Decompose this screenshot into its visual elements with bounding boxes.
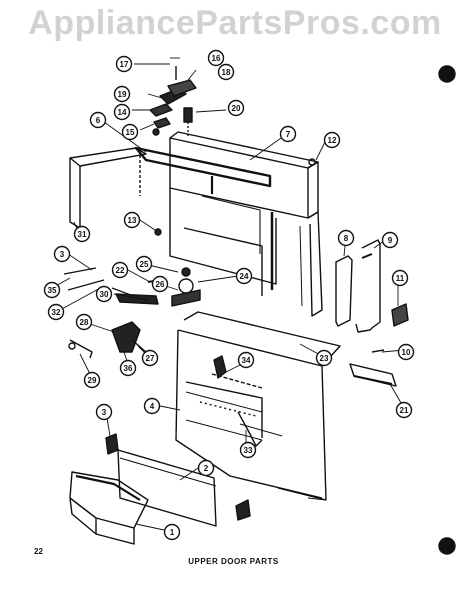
callout-13: 13	[123, 211, 141, 229]
callout-26: 26	[151, 275, 169, 293]
callout-14: 14	[113, 103, 131, 121]
callout-10: 10	[397, 343, 415, 361]
callout-31: 31	[73, 225, 91, 243]
side-brackets	[335, 239, 409, 353]
callout-label: 3	[102, 408, 107, 417]
callout-label: 33	[244, 446, 253, 455]
callout-markers: 17 16 18 19 14 20 15 6 7 12 13 31 3 22 2…	[43, 49, 415, 541]
callout-label: 18	[222, 68, 231, 77]
mid-hardware	[63, 128, 316, 307]
callout-label: 12	[328, 136, 337, 145]
callout-28: 28	[75, 313, 93, 331]
callout-5: 3	[53, 245, 71, 263]
callout-12: 12	[323, 131, 341, 149]
callout-label: 6	[96, 116, 101, 125]
callout-25: 25	[135, 255, 153, 273]
callout-label: 27	[146, 354, 155, 363]
callout-label: 36	[124, 364, 133, 373]
callout-label: 10	[402, 348, 411, 357]
callout-label: 1	[170, 528, 175, 537]
callout-label: 34	[242, 356, 251, 365]
callout-label: 35	[48, 286, 57, 295]
callout-label: 3	[60, 250, 65, 259]
callout-17: 17	[115, 55, 133, 73]
callout-1: 1	[163, 523, 181, 541]
callout-27: 27	[141, 349, 159, 367]
callout-16: 16	[207, 49, 225, 67]
bottom-rail	[105, 433, 251, 527]
callout-11: 11	[391, 269, 409, 287]
callout-4: 4	[143, 397, 161, 415]
callout-24: 24	[235, 267, 253, 285]
callout-label: 21	[400, 406, 409, 415]
callout-label: 8	[344, 234, 349, 243]
callout-33: 33	[239, 441, 257, 459]
callout-label: 22	[116, 266, 125, 275]
watermark-text: AppliancePartsPros.com	[28, 4, 442, 42]
top-hinge-assembly	[149, 66, 197, 138]
lower-hinge-hardware	[68, 321, 147, 359]
callout-label: 32	[52, 308, 61, 317]
callout-22: 22	[111, 261, 129, 279]
diagram-caption: UPPER DOOR PARTS	[188, 557, 279, 566]
callout-label: 16	[212, 54, 221, 63]
callout-7: 7	[279, 125, 297, 143]
callout-label: 13	[128, 216, 137, 225]
callout-2: 2	[197, 459, 215, 477]
callout-label: 24	[240, 272, 249, 281]
callout-18: 18	[217, 63, 235, 81]
callout-3: 3	[95, 403, 113, 421]
callout-21: 21	[395, 401, 413, 419]
callout-29: 29	[83, 371, 101, 389]
callout-label: 19	[118, 90, 127, 99]
callout-label: 17	[120, 60, 129, 69]
callout-6: 6	[89, 111, 107, 129]
callout-35: 35	[43, 281, 61, 299]
callout-label: 28	[80, 318, 89, 327]
callout-15: 15	[121, 123, 139, 141]
gasket-strip	[349, 363, 397, 387]
callout-19: 19	[113, 85, 131, 103]
callout-label: 30	[100, 290, 109, 299]
binder-hole-bottom	[438, 537, 456, 555]
callout-34: 34	[237, 351, 255, 369]
callout-label: 7	[286, 130, 291, 139]
callout-label: 20	[232, 104, 241, 113]
callout-label: 29	[88, 376, 97, 385]
callout-label: 15	[126, 128, 135, 137]
callout-label: 26	[156, 280, 165, 289]
callout-36: 36	[119, 359, 137, 377]
callout-8: 8	[337, 229, 355, 247]
callout-20: 20	[227, 99, 245, 117]
callout-32: 32	[47, 303, 65, 321]
page-number: 22	[34, 547, 43, 556]
callout-23: 23	[315, 349, 333, 367]
door-trim-rail	[69, 146, 272, 229]
callout-label: 23	[320, 354, 329, 363]
door-bin	[69, 471, 149, 545]
callout-label: 25	[140, 260, 149, 269]
callout-label: 2	[204, 464, 209, 473]
callout-label: 14	[118, 108, 127, 117]
binder-hole-top	[438, 65, 456, 83]
callout-label: 9	[388, 236, 393, 245]
callout-label: 11	[396, 274, 405, 283]
callout-label: 4	[150, 402, 155, 411]
callout-label: 31	[78, 230, 87, 239]
door-panel	[169, 131, 323, 317]
callout-9: 9	[381, 231, 399, 249]
callout-30: 30	[95, 285, 113, 303]
